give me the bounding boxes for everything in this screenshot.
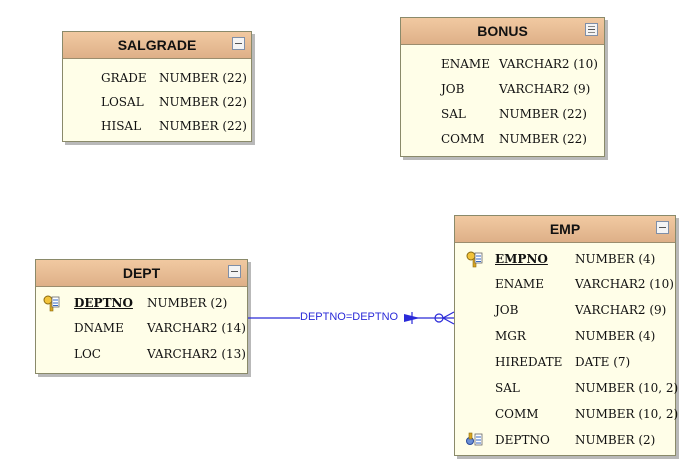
- column-type: VARCHAR2 (9): [575, 303, 667, 317]
- column-name: LOC: [74, 347, 101, 361]
- collapse-icon[interactable]: [585, 23, 598, 36]
- table-salgrade[interactable]: SALGRADE GRADE NUMBER (22) LOSAL NUMBER …: [62, 31, 252, 142]
- table-title: EMP: [549, 221, 581, 237]
- collapse-icon[interactable]: [232, 37, 245, 50]
- table-row: DNAME VARCHAR2 (14): [36, 318, 247, 340]
- table-dept[interactable]: DEPT DEPTNO NUMBER (2) DNAME VARCHAR2 (1…: [35, 259, 248, 374]
- column-type: DATE (7): [575, 355, 631, 369]
- relationship-label: DEPTNO=DEPTNO: [300, 311, 399, 323]
- column-type: NUMBER (4): [575, 329, 656, 343]
- foreign-key-icon: [466, 432, 483, 446]
- column-name: COMM: [495, 407, 539, 421]
- column-type: NUMBER (22): [499, 107, 587, 121]
- table-header-dept[interactable]: DEPT: [36, 260, 247, 287]
- column-type: VARCHAR2 (10): [499, 57, 598, 71]
- table-bonus[interactable]: BONUS ENAME VARCHAR2 (10) JOB VARCHAR2 (…: [400, 17, 605, 157]
- table-row: DEPTNO NUMBER (2): [36, 293, 247, 315]
- column-name: DNAME: [74, 321, 124, 335]
- column-type: NUMBER (2): [147, 296, 228, 310]
- table-row: HISAL NUMBER (22): [63, 116, 251, 138]
- column-type: VARCHAR2 (13): [147, 347, 246, 361]
- column-type: VARCHAR2 (14): [147, 321, 246, 335]
- table-row: MGR NUMBER (4): [455, 326, 675, 348]
- table-row: ENAME VARCHAR2 (10): [401, 54, 604, 76]
- table-row: COMM NUMBER (22): [401, 129, 604, 151]
- column-type: NUMBER (22): [159, 95, 247, 109]
- table-header-salgrade[interactable]: SALGRADE: [63, 32, 251, 59]
- column-type: VARCHAR2 (10): [575, 277, 674, 291]
- column-type: VARCHAR2 (9): [499, 82, 591, 96]
- table-row: GRADE NUMBER (22): [63, 68, 251, 90]
- column-name: LOSAL: [101, 95, 144, 109]
- column-name: ENAME: [441, 57, 490, 71]
- column-name: JOB: [495, 303, 519, 317]
- table-row: COMM NUMBER (10, 2): [455, 404, 679, 426]
- column-name: EMPNO: [495, 252, 548, 266]
- collapse-icon[interactable]: [228, 265, 241, 278]
- column-name: SAL: [495, 381, 520, 395]
- table-row: JOB VARCHAR2 (9): [455, 300, 675, 322]
- table-row: LOC VARCHAR2 (13): [36, 344, 247, 366]
- table-row: ENAME VARCHAR2 (10): [455, 274, 675, 296]
- primary-key-icon: [43, 295, 60, 312]
- column-type: NUMBER (22): [159, 71, 247, 85]
- table-row: HIREDATE DATE (7): [455, 352, 675, 374]
- column-name: MGR: [495, 329, 526, 343]
- column-name: DEPTNO: [74, 296, 133, 310]
- collapse-icon[interactable]: [656, 221, 669, 234]
- column-type: NUMBER (4): [575, 252, 656, 266]
- table-title: BONUS: [477, 23, 528, 39]
- column-type: NUMBER (10, 2): [575, 381, 679, 395]
- table-row: LOSAL NUMBER (22): [63, 92, 251, 114]
- table-row: SAL NUMBER (22): [401, 104, 604, 126]
- table-row: EMPNO NUMBER (4): [455, 249, 675, 271]
- primary-key-icon: [466, 251, 483, 268]
- column-name: JOB: [441, 82, 465, 96]
- table-row: SAL NUMBER (10, 2): [455, 378, 679, 400]
- table-row: DEPTNO NUMBER (2): [455, 430, 675, 452]
- column-name: COMM: [441, 132, 485, 146]
- column-type: NUMBER (22): [499, 132, 587, 146]
- table-row: JOB VARCHAR2 (9): [401, 79, 604, 101]
- table-header-emp[interactable]: EMP: [455, 216, 675, 243]
- column-name: GRADE: [101, 71, 147, 85]
- column-name: SAL: [441, 107, 466, 121]
- column-name: ENAME: [495, 277, 544, 291]
- table-title: DEPT: [122, 265, 161, 281]
- column-type: NUMBER (22): [159, 119, 247, 133]
- table-title: SALGRADE: [117, 37, 197, 53]
- column-name: HISAL: [101, 119, 142, 133]
- column-name: HIREDATE: [495, 355, 563, 369]
- table-emp[interactable]: EMP EMPNO NUMBER (4) ENAME VARCHAR2 (10)…: [454, 215, 679, 456]
- table-header-bonus[interactable]: BONUS: [401, 18, 604, 45]
- column-type: NUMBER (10, 2): [575, 407, 679, 421]
- column-type: NUMBER (2): [575, 433, 656, 447]
- column-name: DEPTNO: [495, 433, 550, 447]
